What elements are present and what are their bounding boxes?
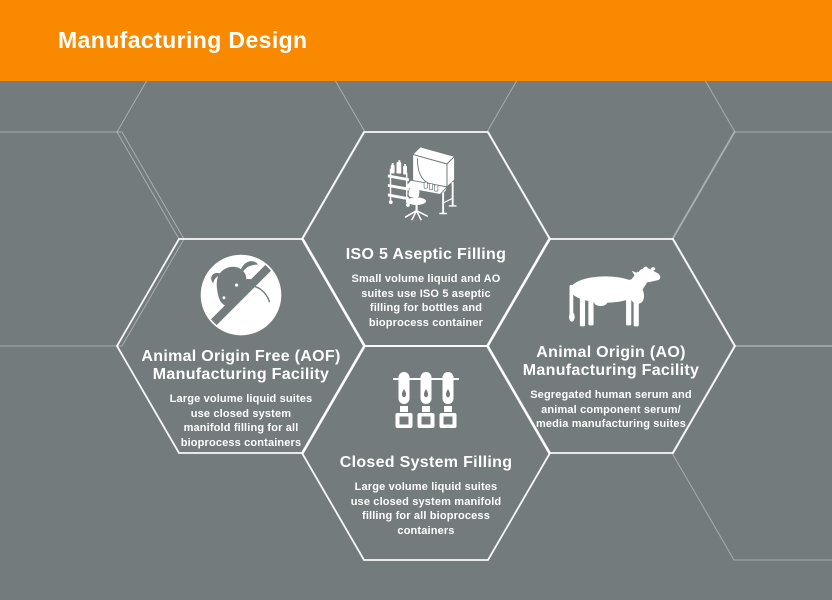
cow-icon — [569, 266, 661, 327]
hex-cell-aof-facility: Animal Origin Free (AOF) Manufacturing F… — [116, 250, 366, 450]
header-bar: Manufacturing Design — [0, 0, 832, 81]
hexagon-closed — [300, 345, 552, 561]
no-animal-cow-icon — [200, 254, 282, 336]
hex-cell-closed-system-filling: Closed System Filling Large volume liqui… — [301, 368, 551, 538]
cell-body: Large volume liquid suites use closed sy… — [350, 481, 502, 537]
manifold-filling-icon — [393, 372, 459, 428]
aseptic-filling-workstation-icon — [387, 146, 457, 221]
cell-title: ISO 5 Aseptic Filling — [345, 246, 507, 263]
cell-title: Animal Origin Free (AOF) Manufacturing F… — [141, 348, 341, 383]
cell-body: Large volume liquid suites use closed sy… — [169, 393, 313, 449]
hex-cell-ao-facility: Animal Origin (AO) Manufacturing Facilit… — [486, 250, 736, 432]
hex-cell-iso5-aseptic-filling: ISO 5 Aseptic Filling Small volume liqui… — [301, 140, 551, 330]
cell-title: Animal Origin (AO) Manufacturing Facilit… — [522, 344, 700, 379]
cell-body: Segregated human serum and animal compon… — [530, 389, 692, 430]
cell-body: Small volume liquid and AO suites use IS… — [351, 273, 501, 329]
cell-title: Closed System Filling — [339, 454, 513, 471]
page-title: Manufacturing Design — [58, 27, 308, 53]
